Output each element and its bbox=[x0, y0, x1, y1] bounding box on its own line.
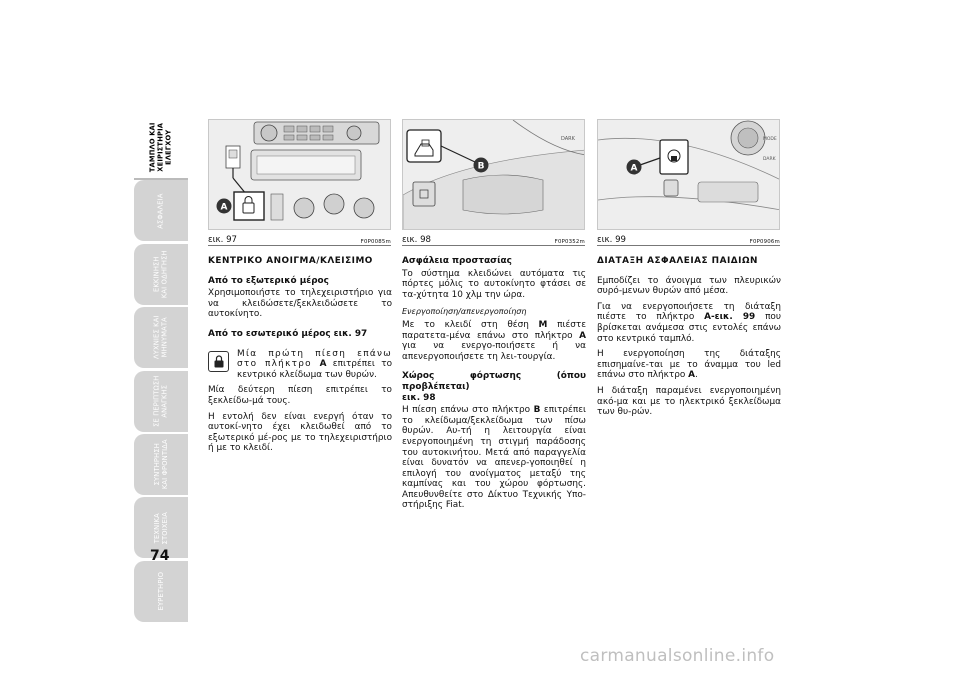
callout-a: A bbox=[631, 164, 638, 174]
subheading-cargo: Χώρος φόρτωσης (όπου προβλέπεται) bbox=[402, 371, 586, 392]
figure-99: MODE DARK A εικ. 99 F0P0906m bbox=[597, 119, 780, 246]
figure-label: εικ. 97 bbox=[208, 235, 238, 245]
tab-label: ΕΥΡΕΤΗΡΙΟ bbox=[155, 571, 165, 611]
figure-caption: εικ. 99 F0P0906m bbox=[597, 230, 780, 246]
column-protection: Ασφάλεια προστασίας Το σύστημα κλειδώνει… bbox=[402, 256, 586, 516]
subheading-protection: Ασφάλεια προστασίας bbox=[402, 256, 512, 266]
tab-technical-data[interactable]: ΤΕΧΝΙΚΑ ΣΤΟΙΧΕΙΑ bbox=[134, 497, 188, 559]
figure-code: F0P0352m bbox=[554, 239, 585, 245]
bold-ref: A bbox=[319, 359, 327, 370]
figure-image: DARK B bbox=[402, 119, 585, 230]
paragraph: Η εντολή δεν είναι ενεργή όταν το αυτοκί… bbox=[208, 411, 392, 454]
figure-image: A bbox=[208, 119, 391, 230]
tab-safety[interactable]: ΑΣΦΑΛΕΙΑ bbox=[134, 180, 188, 242]
text-run: . bbox=[694, 370, 698, 381]
tab-label: ΣΕ ΠΕΡΙΠΤΩΣΗ ΑΝΑΓΚΗΣ bbox=[151, 375, 169, 427]
tab-label: ΤΕΧΝΙΚΑ ΣΤΟΙΧΕΙΑ bbox=[151, 511, 169, 545]
page-number: 74 bbox=[150, 548, 170, 564]
tab-warning-lights[interactable]: ΛΥΧΝΙΕΣ ΚΑΙ ΜΗΝΥΜΑΤΑ bbox=[134, 307, 188, 369]
column-central-locking: ΚΕΝΤΡΙΚΟ ΑΝΟΙΓΜΑ/ΚΛΕΙΣΙΜΟ Από το εξωτερι… bbox=[208, 256, 392, 459]
figure-label: εικ. 99 bbox=[597, 235, 627, 245]
subheading-interior: Από το εσωτερικό μέρος εικ. 97 bbox=[208, 328, 368, 339]
text-run: Μία πρώτη πίεση επάνω στο πλήκτρο bbox=[237, 348, 392, 370]
text-run: που βρίσκεται ανάμεσα στις εντολές επάνω… bbox=[597, 312, 781, 344]
subheading-exterior: Από το εξωτερικό μέρος bbox=[208, 275, 329, 286]
bold-ref: A bbox=[688, 370, 695, 381]
chapter-tabs: ΤΑΜΠΛΟ ΚΑΙ ΧΕΙΡΙΣΤΗΡΙΑ ΕΛΕΓΧΟΥ ΑΣΦΑΛΕΙΑ … bbox=[134, 117, 190, 624]
paragraph: Η ενεργοποίηση της διάταξης επισημαίνε-τ… bbox=[597, 349, 781, 381]
callout-b: B bbox=[478, 162, 485, 172]
text-run: επιτρέπει το κεντρικό κλείδωμα των θυρών… bbox=[237, 359, 392, 380]
text-run: πιέστε παρατετα-μένα επάνω στο πλήκτρο bbox=[402, 319, 587, 341]
panel-text: MODE bbox=[763, 136, 777, 142]
paragraph-with-icon: Μία πρώτη πίεση επάνω στο πλήκτρο A επιτ… bbox=[208, 349, 392, 381]
figure-image: MODE DARK A bbox=[597, 119, 780, 230]
tab-emergency[interactable]: ΣΕ ΠΕΡΙΠΤΩΣΗ ΑΝΑΓΚΗΣ bbox=[134, 370, 188, 432]
figure-caption: εικ. 98 F0P0352m bbox=[402, 230, 585, 246]
text-run: Με το κλειδί στη θέση bbox=[402, 319, 539, 330]
watermark: carmanualsonline.info bbox=[580, 646, 775, 666]
paragraph: Το σύστημα κλειδώνει αυτόματα τις πόρτες… bbox=[402, 268, 586, 300]
bold-ref: M bbox=[538, 319, 548, 330]
paragraph: Μία δεύτερη πίεση επιτρέπει το ξεκλείδω-… bbox=[208, 385, 392, 406]
panel-text: DARK bbox=[561, 136, 576, 142]
section-heading: ΔΙΑΤΑΞΗ ΑΣΦΑΛΕΙΑΣ ΠΑΙΔΙΩΝ bbox=[597, 256, 758, 266]
subheading-cargo-ref: εικ. 98 bbox=[402, 392, 436, 403]
tab-label: ΣΥΝΤΗΡΗΣΗ ΚΑΙ ΦΡΟΝΤΙΔΑ bbox=[151, 439, 169, 490]
paragraph: Για να ενεργοποιήσετε τη διάταξη πιέστε … bbox=[597, 302, 781, 344]
tab-label: ΛΥΧΝΙΕΣ ΚΑΙ ΜΗΝΥΜΑΤΑ bbox=[151, 315, 169, 360]
bold-ref: A bbox=[579, 330, 586, 341]
subheading-activation: Ενεργοποίηση/απενεργοποίηση bbox=[402, 307, 527, 317]
figure-code: F0P0085m bbox=[360, 239, 391, 245]
text-run: Η πίεση επάνω στο πλήκτρο bbox=[402, 405, 534, 416]
tab-index[interactable]: ΕΥΡΕΤΗΡΙΟ bbox=[134, 560, 188, 622]
lock-button-icon bbox=[208, 350, 229, 372]
tab-label: ΕΚΚΙΝΗΣΗ ΚΑΙ ΟΔΗΓΗΣΗ bbox=[151, 250, 169, 299]
paragraph: Η πίεση επάνω στο πλήκτρο B επιτρέπει το… bbox=[402, 405, 586, 511]
bold-ref: A-εικ. 99 bbox=[704, 312, 756, 323]
section-heading: ΚΕΝΤΡΙΚΟ ΑΝΟΙΓΜΑ/ΚΛΕΙΣΙΜΟ bbox=[208, 256, 373, 266]
panel-text: DARK bbox=[763, 156, 777, 162]
dashboard-illustration: A bbox=[209, 120, 390, 229]
callout-a: A bbox=[221, 203, 228, 213]
column-child-lock: ΔΙΑΤΑΞΗ ΑΣΦΑΛΕΙΑΣ ΠΑΙΔΙΩΝ Εμποδίζει το ά… bbox=[597, 256, 781, 423]
text-run: Η ενεργοποίηση της διάταξης επισημαίνε-τ… bbox=[597, 349, 781, 381]
paragraph: Η διάταξη παραμένει ενεργοποιημένη ακό-μ… bbox=[597, 385, 781, 418]
paragraph: Χρησιμοποιήστε το τηλεχειριστήριο για να… bbox=[208, 288, 392, 320]
tab-dashboard-controls[interactable]: ΤΑΜΠΛΟ ΚΑΙ ΧΕΙΡΙΣΤΗΡΙΑ ΕΛΕΓΧΟΥ bbox=[134, 117, 188, 180]
figure-caption: εικ. 97 F0P0085m bbox=[208, 230, 391, 246]
text-run: Για να ενεργοποιήσετε τη διάταξη πιέστε … bbox=[597, 301, 781, 323]
figure-98: DARK B εικ. 98 F0P0352m bbox=[402, 119, 585, 246]
child-lock-button-illustration: MODE DARK A bbox=[598, 120, 779, 229]
rear-door-button-illustration: DARK B bbox=[403, 120, 584, 229]
figure-code: F0P0906m bbox=[749, 239, 780, 245]
text-run: για να ενεργο-ποιήσετε ή να απενεργοποιή… bbox=[402, 341, 586, 362]
figure-label: εικ. 98 bbox=[402, 235, 432, 245]
paragraph: Εμποδίζει το άνοιγμα των πλευρικών συρό-… bbox=[597, 275, 781, 297]
tab-maintenance[interactable]: ΣΥΝΤΗΡΗΣΗ ΚΑΙ ΦΡΟΝΤΙΔΑ bbox=[134, 433, 188, 495]
bold-ref: B bbox=[533, 405, 541, 416]
text-run: επιτρέπει το κλείδωμα/ξεκλείδωμα των πίσ… bbox=[402, 405, 586, 511]
figure-97: A εικ. 97 F0P0085m bbox=[208, 119, 391, 246]
tab-label: ΤΑΜΠΛΟ ΚΑΙ ΧΕΙΡΙΣΤΗΡΙΑ ΕΛΕΓΧΟΥ bbox=[147, 122, 174, 173]
paragraph: Με το κλειδί στη θέση M πιέστε παρατετα-… bbox=[402, 320, 586, 362]
tab-starting-driving[interactable]: ΕΚΚΙΝΗΣΗ ΚΑΙ ΟΔΗΓΗΣΗ bbox=[134, 243, 188, 305]
tab-label: ΑΣΦΑΛΕΙΑ bbox=[155, 193, 165, 229]
